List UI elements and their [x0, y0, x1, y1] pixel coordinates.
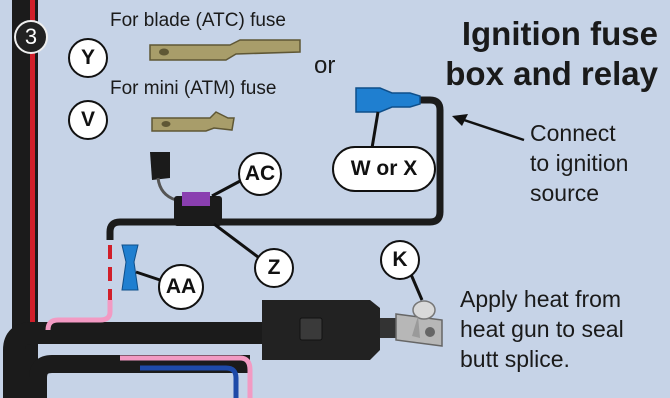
leader-z [213, 222, 263, 262]
mini-fuse-label: For mini (ATM) fuse [110, 78, 277, 99]
step-number-badge: 3 [14, 20, 48, 54]
lower-harness-branch-2 [29, 355, 250, 398]
or-label: or [314, 52, 336, 79]
heat-instruction: Apply heat from heat gun to seal butt sp… [460, 284, 624, 374]
pink-wire-bottom [120, 355, 253, 398]
callout-v-label: V [80, 108, 95, 131]
heat-line-1: Apply heat from [460, 286, 622, 312]
butt-splice [121, 244, 139, 291]
mounting-screw [412, 300, 436, 320]
title-line-2: box and relay [445, 55, 658, 92]
leader-ac [211, 178, 243, 198]
heat-line-3: butt splice. [460, 346, 570, 372]
blade-fuse-label: For blade (ATC) fuse [110, 10, 286, 31]
screw-shaft [412, 316, 420, 338]
blue-wire-bottom [140, 365, 239, 398]
mini-fuse-terminal [151, 111, 235, 132]
spade-connector [355, 87, 421, 113]
connect-line-1: Connect [530, 120, 616, 146]
callout-y-label: Y [80, 46, 95, 69]
leader-k [408, 271, 424, 301]
connect-line-3: source [530, 180, 600, 206]
mini-terminal-hole [161, 121, 171, 127]
pink-wire-splice [45, 300, 113, 331]
fuse-holder-cap [150, 152, 170, 180]
callout-w-or-x: W or X [332, 146, 436, 192]
fuse-cap-strap [156, 177, 177, 202]
blade-terminal-hole [159, 48, 169, 56]
callout-v: V [68, 100, 108, 140]
connect-arrow [457, 116, 525, 142]
callout-k-label: K [392, 248, 408, 271]
callout-k: K [380, 240, 420, 280]
fuse-to-connector-wire [106, 96, 444, 240]
diagram-title: Ignition fuse box and relay [445, 14, 658, 94]
step-number: 3 [24, 24, 38, 49]
leader-aa [135, 270, 161, 282]
connect-line-2: to ignition [530, 150, 629, 176]
red-tracer-wire [30, 0, 35, 330]
heat-line-2: heat gun to seal [460, 316, 624, 342]
bracket-hole [425, 327, 435, 337]
callout-z: Z [254, 248, 294, 288]
title-line-1: Ignition fuse [461, 15, 658, 52]
fuse-purple [182, 192, 210, 206]
callout-w-or-x-label: W or X [350, 157, 418, 180]
relay-latch [299, 317, 323, 341]
callout-aa: AA [158, 264, 204, 310]
connect-arrowhead [452, 114, 468, 126]
callout-aa-label: AA [165, 275, 197, 298]
callout-ac: AC [238, 152, 282, 196]
callout-ac-label: AC [244, 162, 276, 185]
connect-instruction: Connect to ignition source [530, 118, 628, 208]
lower-harness-branch [2, 322, 262, 398]
blade-fuse-terminal [149, 39, 301, 61]
callout-z-label: Z [267, 256, 281, 279]
callout-y: Y [68, 38, 108, 78]
leader-wx [370, 111, 380, 149]
